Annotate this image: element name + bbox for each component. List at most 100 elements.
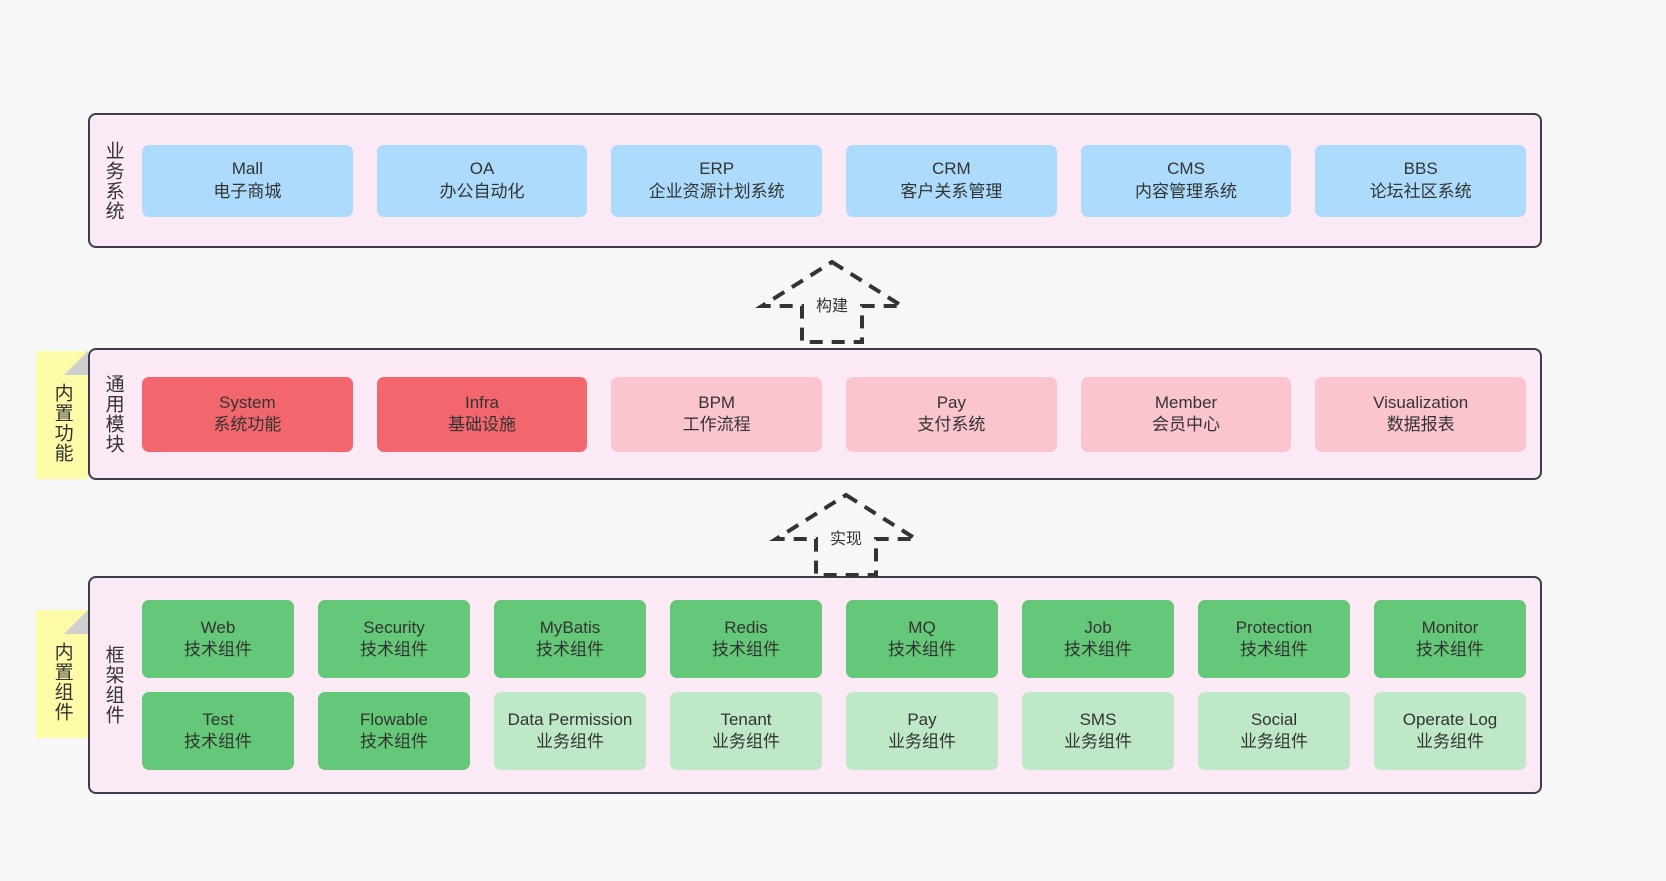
component-card-name: Redis <box>724 617 768 637</box>
component-card-mybatis[interactable]: MyBatis 技术组件 <box>494 600 646 678</box>
component-card-name: MyBatis <box>539 617 601 637</box>
component-card-desc: 技术组件 <box>360 732 428 751</box>
component-card-desc: 基础设施 <box>448 415 516 434</box>
component-card-desc: 技术组件 <box>184 640 252 659</box>
component-card-name: BBS <box>1403 159 1438 179</box>
component-card-name: Tenant <box>720 709 772 729</box>
component-card-name: CRM <box>931 159 971 179</box>
component-card-visualization[interactable]: Visualization 数据报表 <box>1315 376 1527 452</box>
component-card-name: MQ <box>908 617 936 637</box>
component-card-desc: 数据报表 <box>1386 415 1455 434</box>
arrow-build: 构建 <box>752 258 912 344</box>
component-card-name: Pay <box>907 709 937 729</box>
component-card-mq[interactable]: MQ 技术组件 <box>846 600 998 678</box>
component-card-data-permission[interactable]: Data Permission 业务组件 <box>494 692 646 770</box>
component-card-desc: 技术组件 <box>1240 640 1308 659</box>
component-card-desc: 支付系统 <box>917 415 986 434</box>
component-card-security[interactable]: Security 技术组件 <box>318 600 470 678</box>
component-card-desc: 电子商城 <box>213 181 282 201</box>
component-card-tenant[interactable]: Tenant 业务组件 <box>670 692 822 770</box>
component-card-pay[interactable]: Pay 支付系统 <box>846 376 1057 452</box>
component-card-desc: 技术组件 <box>184 732 252 751</box>
component-card-desc: 业务组件 <box>888 732 956 751</box>
component-card-desc: 技术组件 <box>1416 640 1484 659</box>
component-card-operate-log[interactable]: Operate Log 业务组件 <box>1374 692 1526 770</box>
component-card-name: Mall <box>231 159 263 179</box>
layer-label-common-modules: 通用模块 <box>102 374 124 454</box>
sticky-note-builtin-components: 内置组件 <box>36 610 88 738</box>
component-card-job[interactable]: Job 技术组件 <box>1022 600 1174 678</box>
component-card-name: Operate Log <box>1402 709 1498 729</box>
component-card-name: Protection <box>1235 617 1313 637</box>
component-card-name: Data Permission <box>507 709 633 729</box>
component-card-desc: 客户关系管理 <box>900 181 1003 201</box>
component-card-name: SMS <box>1079 709 1117 729</box>
component-card-name: Social <box>1250 709 1298 729</box>
sticky-note-builtin-features-label: 内置功能 <box>51 383 73 463</box>
component-card-desc: 内容管理系统 <box>1135 181 1238 201</box>
component-card-name: Member <box>1154 392 1218 412</box>
component-card-desc: 技术组件 <box>1064 640 1132 659</box>
component-card-name: BPM <box>698 392 736 412</box>
component-card-desc: 系统功能 <box>213 415 282 434</box>
component-card-desc: 技术组件 <box>536 640 604 659</box>
sticky-note-builtin-features: 内置功能 <box>36 351 88 479</box>
component-card-name: Security <box>363 617 425 637</box>
component-card-pay[interactable]: Pay 业务组件 <box>846 692 998 770</box>
component-card-desc: 业务组件 <box>712 732 780 751</box>
component-card-web[interactable]: Web 技术组件 <box>142 600 294 678</box>
component-card-sms[interactable]: SMS 业务组件 <box>1022 692 1174 770</box>
sticky-note-builtin-components-label: 内置组件 <box>51 642 73 722</box>
component-card-name: CMS <box>1167 159 1205 179</box>
component-card-desc: 论坛社区系统 <box>1369 181 1472 201</box>
component-card-flowable[interactable]: Flowable 技术组件 <box>318 692 470 770</box>
component-card-social[interactable]: Social 业务组件 <box>1198 692 1350 770</box>
component-card-desc: 业务组件 <box>1064 732 1132 751</box>
component-card-desc: 技术组件 <box>888 640 956 659</box>
component-card-system[interactable]: System 系统功能 <box>142 376 353 452</box>
component-card-desc: 技术组件 <box>360 640 428 659</box>
component-card-member[interactable]: Member 会员中心 <box>1080 376 1292 452</box>
component-card-name: Monitor <box>1421 617 1479 637</box>
component-card-desc: 企业资源计划系统 <box>648 181 785 201</box>
component-card-desc: 业务组件 <box>1240 732 1308 751</box>
layer-label-framework-components: 框架组件 <box>102 645 124 725</box>
component-card-desc: 业务组件 <box>536 732 604 751</box>
component-card-desc: 技术组件 <box>712 640 780 659</box>
component-card-name: OA <box>469 159 495 179</box>
component-card-desc: 办公自动化 <box>439 181 525 201</box>
component-card-desc: 业务组件 <box>1416 732 1484 751</box>
component-card-monitor[interactable]: Monitor 技术组件 <box>1374 600 1526 678</box>
component-card-protection[interactable]: Protection 技术组件 <box>1198 600 1350 678</box>
component-card-name: Flowable <box>359 709 429 729</box>
component-card-name: Visualization <box>1373 392 1469 412</box>
component-card-name: Pay <box>936 392 966 412</box>
component-card-name: Test <box>202 709 234 729</box>
component-card-name: Web <box>200 617 236 637</box>
layer-label-business-systems: 业务系统 <box>102 140 124 221</box>
component-card-name: System <box>218 392 276 412</box>
component-card-desc: 会员中心 <box>1152 415 1221 434</box>
component-card-name: Job <box>1084 617 1112 637</box>
component-card-test[interactable]: Test 技术组件 <box>142 692 294 770</box>
component-card-redis[interactable]: Redis 技术组件 <box>670 600 822 678</box>
